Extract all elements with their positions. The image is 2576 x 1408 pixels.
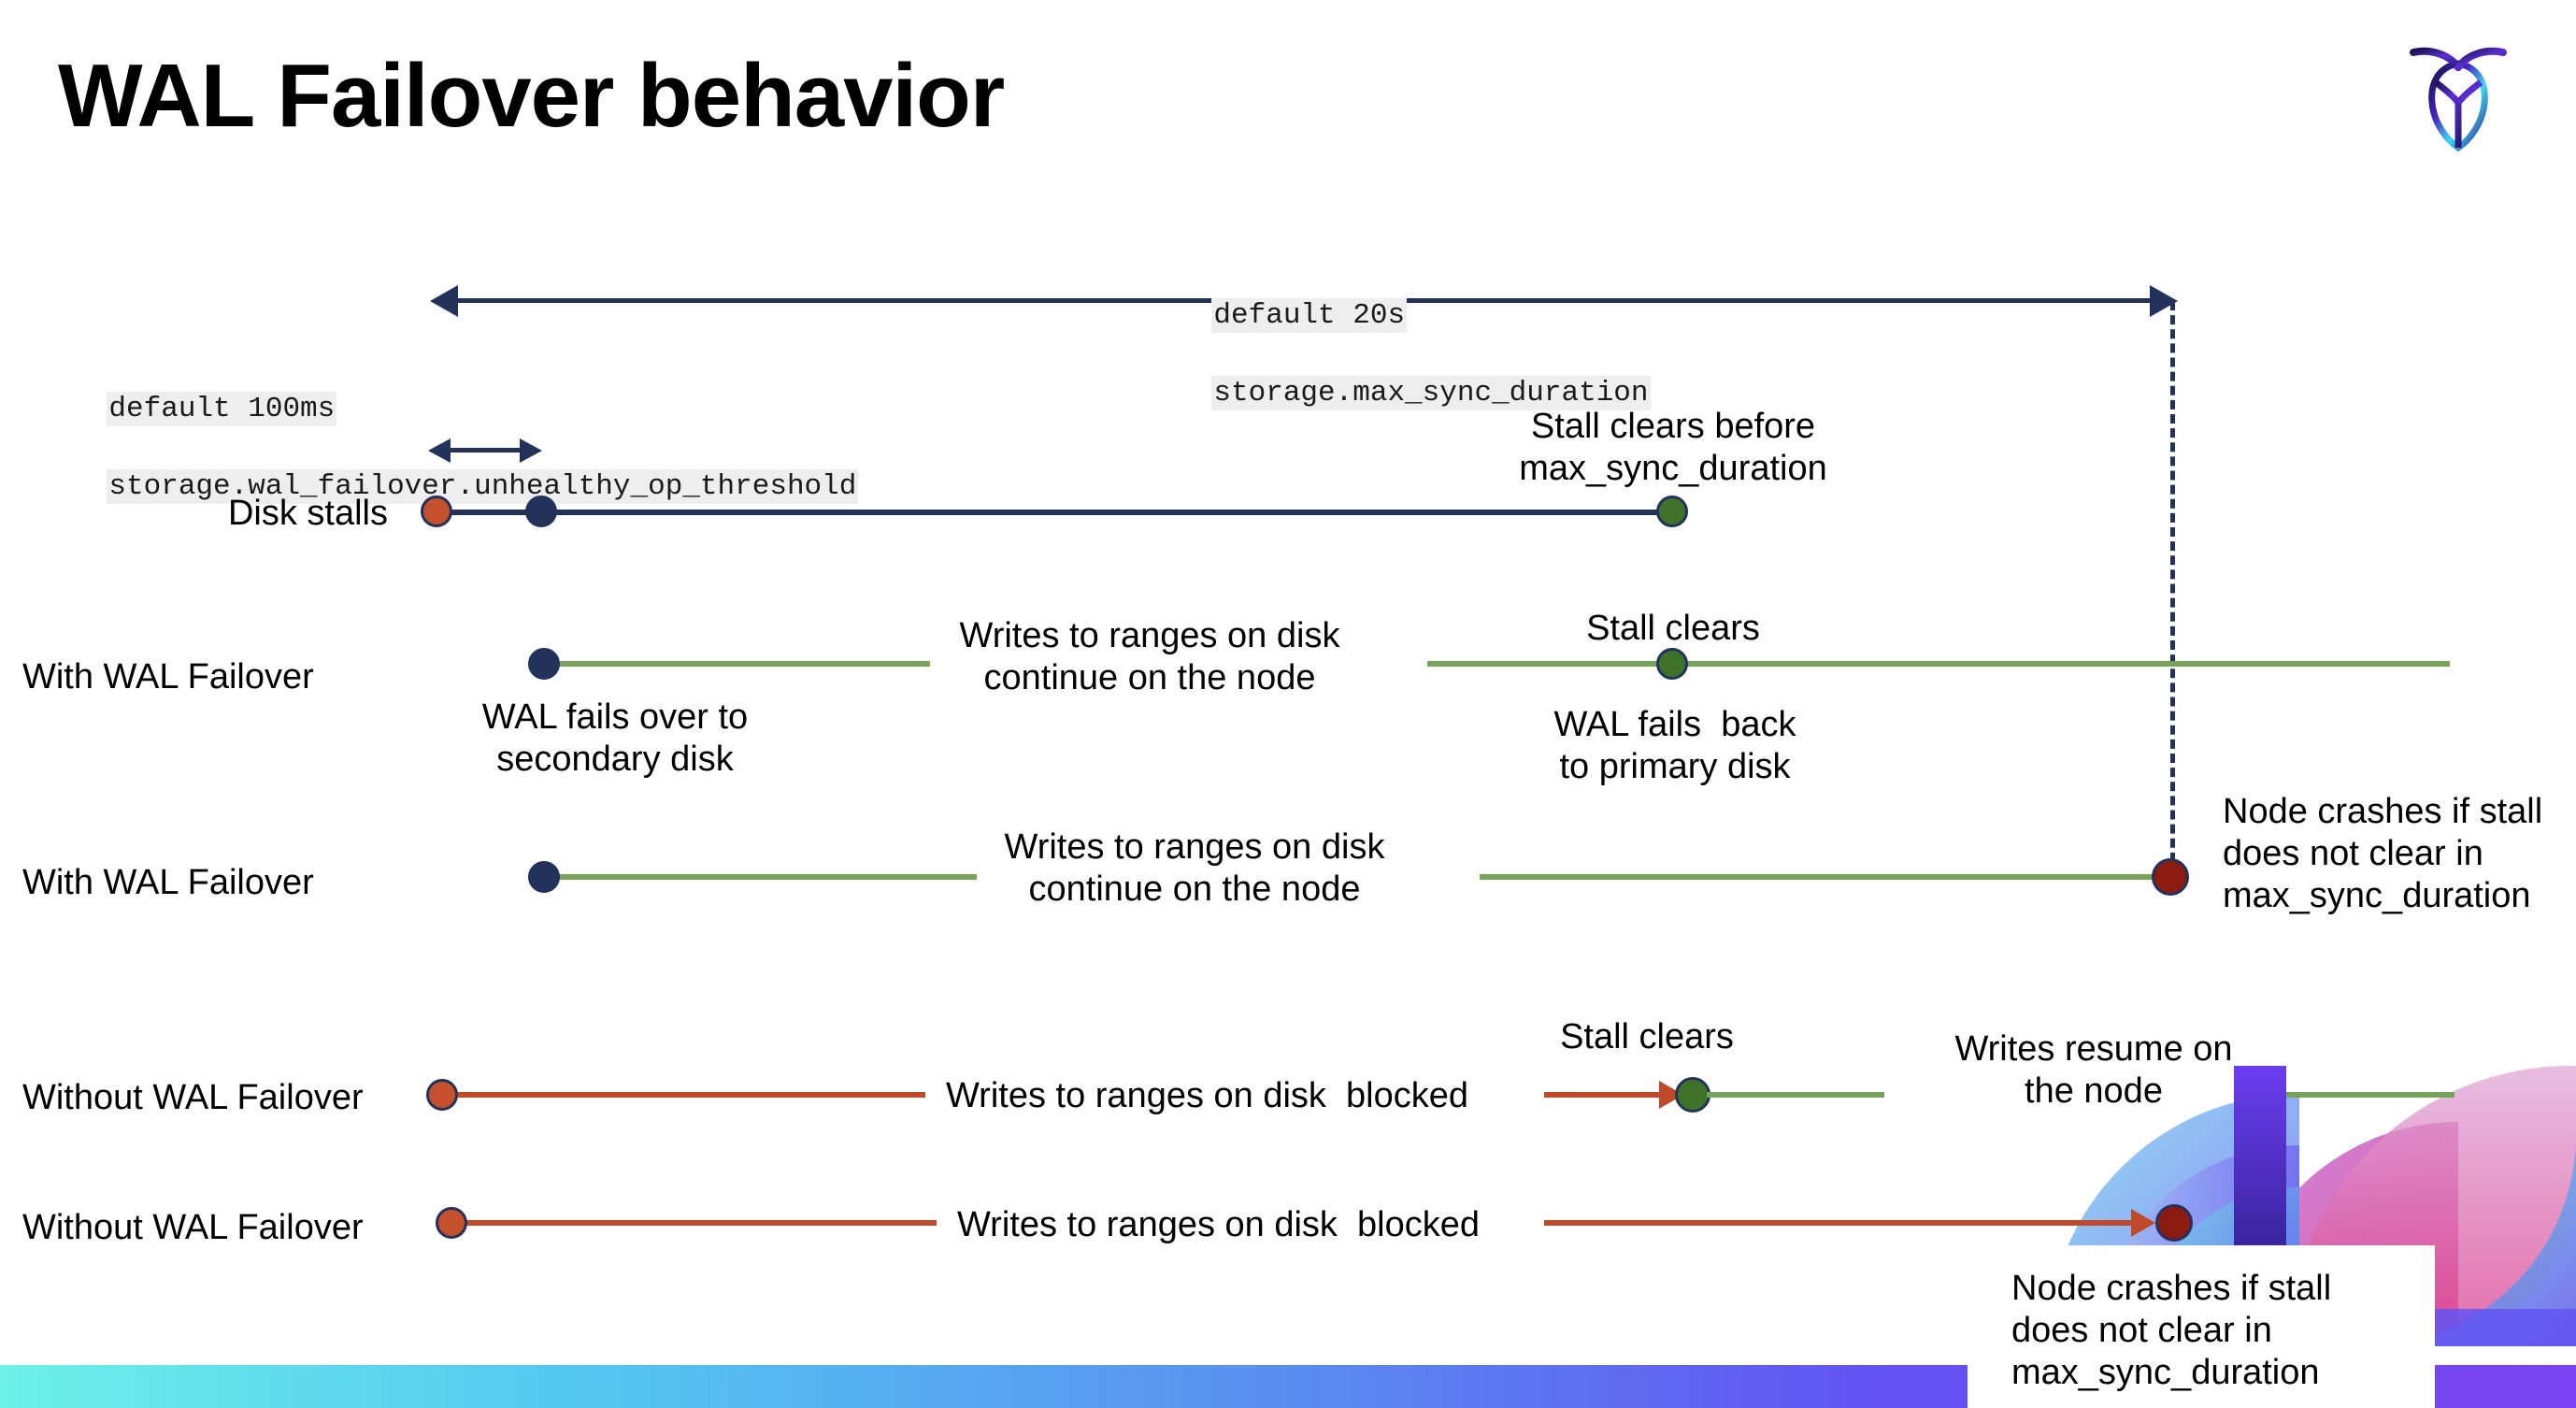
threshold-span-line xyxy=(449,448,522,453)
disk-stall-failover-dot xyxy=(525,496,557,527)
without-failover-resume-note: Writes resume on the node xyxy=(1954,1029,2233,1111)
unhealthy-default: default 100ms xyxy=(107,391,337,426)
threshold-right-arrowhead xyxy=(520,438,542,463)
max-sync-left-arrowhead xyxy=(430,285,458,317)
with-failover-back-note: WAL fails back to primary disk xyxy=(1553,705,1796,786)
max-sync-name: storage.max_sync_duration xyxy=(1211,375,1651,410)
with-failover-start-note: WAL fails over to secondary disk xyxy=(481,697,749,779)
with-failover-clear-dot xyxy=(1656,648,1688,680)
crash-note-backdrop xyxy=(1968,1245,2435,1408)
without-failover-crash-start-dot xyxy=(436,1207,467,1239)
page-title: WAL Failover behavior xyxy=(58,46,1005,146)
without-failover-green-line-right xyxy=(2286,1092,2454,1098)
disk-stalls-timeline xyxy=(437,510,1681,515)
disk-stall-clear-dot xyxy=(1656,496,1688,527)
without-failover-crash-dot xyxy=(2155,1204,2193,1242)
unhealthy-threshold-callout: default 100ms storage.wal_failover.unhea… xyxy=(37,351,859,545)
without-failover-start-dot xyxy=(426,1079,458,1111)
max-sync-dashed-guide xyxy=(2170,301,2175,876)
without-failover-crash-note: Node crashes if stall does not clear in … xyxy=(2011,1269,2332,1392)
with-failover-green-line-right xyxy=(1427,661,2450,667)
without-failover-crash-line-left xyxy=(460,1220,937,1226)
max-sync-default: default 20s xyxy=(1211,297,1408,333)
with-failover-clear-note: Stall clears xyxy=(1586,609,1760,648)
without-failover-orange-line-left xyxy=(449,1092,925,1098)
with-failover-start-dot xyxy=(528,648,560,680)
without-failover-green-line-mid xyxy=(1707,1092,1884,1098)
with-failover-green-line-left xyxy=(547,661,930,667)
row-label-with-failover-clears: With WAL Failover xyxy=(22,657,314,697)
max-sync-callout: default 20s storage.max_sync_duration xyxy=(1142,257,1651,452)
row-label-without-failover-crash: Without WAL Failover xyxy=(22,1208,364,1247)
without-failover-blocked-note: Writes to ranges on disk blocked xyxy=(946,1076,1469,1115)
with-failover-crash-start-dot xyxy=(528,861,560,893)
with-failover-middle-note: Writes to ranges on disk continue on the… xyxy=(959,616,1340,697)
without-failover-orange-line-arrow xyxy=(1544,1092,1677,1098)
without-failover-crash-arrowhead xyxy=(2131,1209,2155,1237)
disk-stalls-clear-note: Stall clears before max_sync_duration xyxy=(1519,407,1827,488)
threshold-left-arrowhead xyxy=(428,438,451,463)
without-failover-crash-line-right xyxy=(1544,1220,2148,1226)
with-failover-crash-line-right xyxy=(1480,874,2171,880)
with-failover-crash-middle-note: Writes to ranges on disk continue on the… xyxy=(1004,827,1385,909)
row-label-disk-stalls: Disk stalls xyxy=(227,494,388,533)
with-failover-crash-note: Node crashes if stall does not clear in … xyxy=(2223,792,2543,915)
without-failover-clear-dot xyxy=(1675,1077,1710,1113)
row-label-without-failover-clears: Without WAL Failover xyxy=(22,1078,364,1117)
unhealthy-name: storage.wal_failover.unhealthy_op_thresh… xyxy=(107,468,859,504)
without-failover-crash-blocked-note: Writes to ranges on disk blocked xyxy=(957,1205,1481,1244)
with-failover-crash-line-left xyxy=(547,874,977,880)
disk-stall-start-dot xyxy=(421,496,452,527)
cockroachdb-logo-icon xyxy=(2393,30,2524,161)
row-label-with-failover-crash: With WAL Failover xyxy=(22,863,314,902)
with-failover-crash-dot xyxy=(2152,858,2189,896)
without-failover-clear-note: Stall clears xyxy=(1560,1017,1734,1056)
